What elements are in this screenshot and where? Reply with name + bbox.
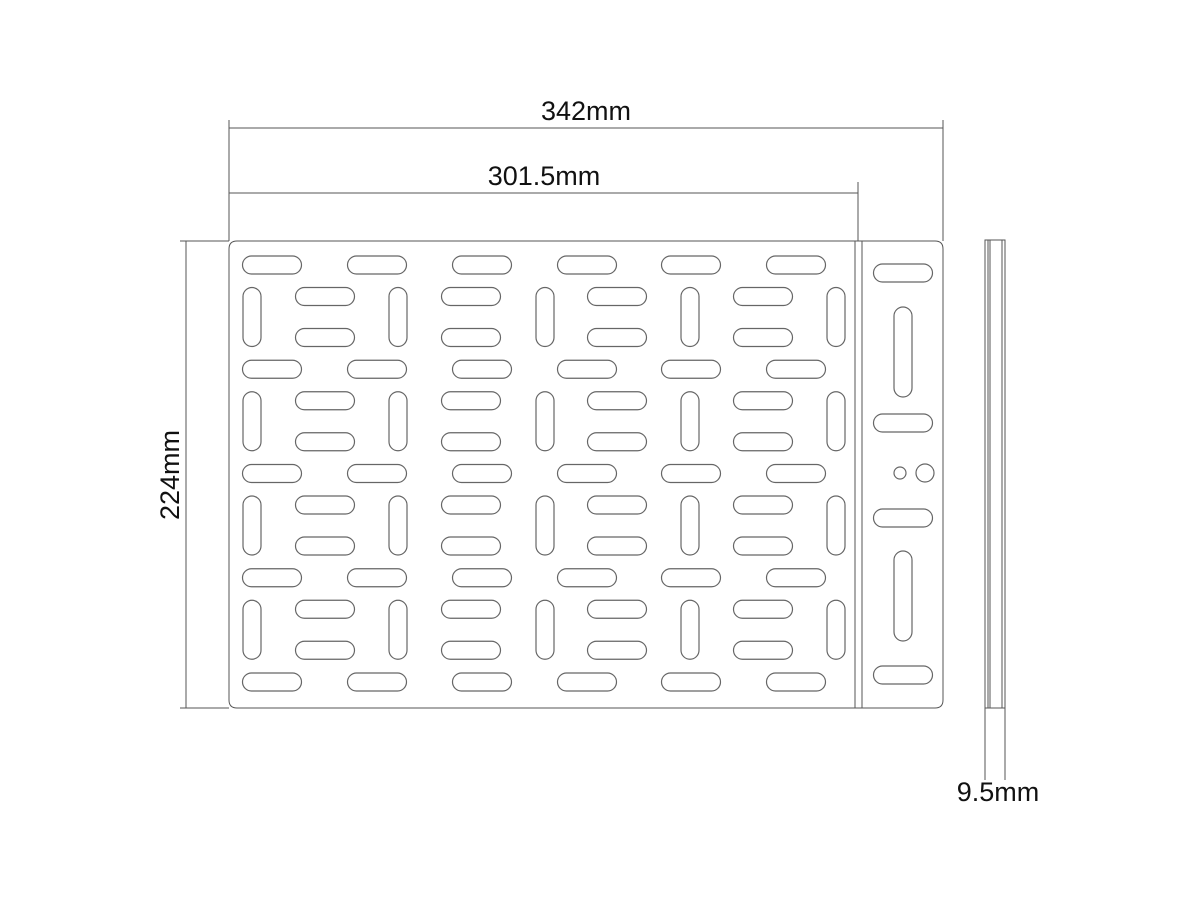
slot (765, 255, 827, 275)
slot (294, 599, 356, 619)
slot (388, 286, 408, 348)
slot (893, 306, 913, 398)
slot (294, 391, 356, 411)
slot (346, 255, 408, 275)
slot (440, 286, 502, 307)
slot (388, 599, 408, 660)
thickness-label: 9.5mm (957, 777, 1040, 807)
slot (451, 672, 513, 692)
slot (556, 672, 618, 692)
plate-outline (228, 240, 944, 709)
slot (732, 495, 794, 515)
slot (732, 599, 794, 619)
slot (242, 391, 262, 452)
slot (556, 463, 618, 484)
height-label: 224mm (155, 430, 185, 520)
slot (535, 599, 555, 660)
slot (680, 286, 700, 348)
slot (556, 568, 618, 588)
small-mounting-hole (893, 466, 907, 480)
slot (660, 359, 722, 379)
slot (680, 391, 700, 452)
slot (732, 391, 794, 411)
slot (660, 255, 722, 275)
slot (241, 672, 303, 692)
slot (242, 286, 262, 348)
slot (535, 495, 555, 556)
slot (732, 286, 794, 307)
slot (451, 463, 513, 484)
slot (242, 599, 262, 660)
slot (586, 432, 648, 452)
slot (440, 495, 502, 515)
slot (440, 391, 502, 411)
slot (242, 495, 262, 556)
slot (893, 550, 913, 642)
slot (826, 599, 846, 660)
slot (294, 327, 356, 348)
slot (440, 640, 502, 660)
slot (765, 568, 827, 588)
slot (346, 359, 408, 379)
slot (732, 640, 794, 660)
slot (765, 359, 827, 379)
slot (872, 508, 934, 528)
slot (294, 432, 356, 452)
slot (586, 495, 648, 515)
slot (765, 463, 827, 484)
slot (440, 327, 502, 348)
slot (826, 391, 846, 452)
slot (872, 413, 934, 433)
dimension-overall-width: 342mm (228, 96, 944, 241)
slot (346, 672, 408, 692)
slot (440, 536, 502, 556)
slot (294, 640, 356, 660)
slot (241, 568, 303, 588)
slot (872, 263, 934, 283)
slot (680, 599, 700, 660)
overall-width-label: 342mm (541, 96, 631, 126)
slot (535, 391, 555, 452)
slot (586, 327, 648, 348)
slot (241, 463, 303, 484)
dimension-height: 224mm (155, 240, 229, 709)
slot (294, 495, 356, 515)
slot (680, 495, 700, 556)
slot (872, 665, 934, 685)
slot (241, 255, 303, 275)
slot (241, 359, 303, 379)
slot (451, 255, 513, 275)
slot (732, 536, 794, 556)
slot (586, 286, 648, 307)
slot (660, 463, 722, 484)
slot (388, 495, 408, 556)
slot (346, 463, 408, 484)
slot (388, 391, 408, 452)
slot (826, 495, 846, 556)
slot (586, 536, 648, 556)
slot (440, 599, 502, 619)
slot (586, 391, 648, 411)
inner-width-label: 301.5mm (488, 161, 601, 191)
dimension-inner-width: 301.5mm (229, 161, 859, 241)
slot (451, 359, 513, 379)
slot (586, 640, 648, 660)
side-view: 9.5mm (957, 239, 1040, 807)
slot (732, 327, 794, 348)
slot (535, 286, 555, 348)
slot (294, 536, 356, 556)
slot (732, 432, 794, 452)
large-mounting-hole (915, 463, 935, 483)
slot (440, 432, 502, 452)
slot (294, 286, 356, 307)
slot (556, 255, 618, 275)
slot (660, 672, 722, 692)
slot (826, 286, 846, 348)
slot (586, 599, 648, 619)
slot (346, 568, 408, 588)
slot (765, 672, 827, 692)
slot (556, 359, 618, 379)
slot (451, 568, 513, 588)
slot (660, 568, 722, 588)
